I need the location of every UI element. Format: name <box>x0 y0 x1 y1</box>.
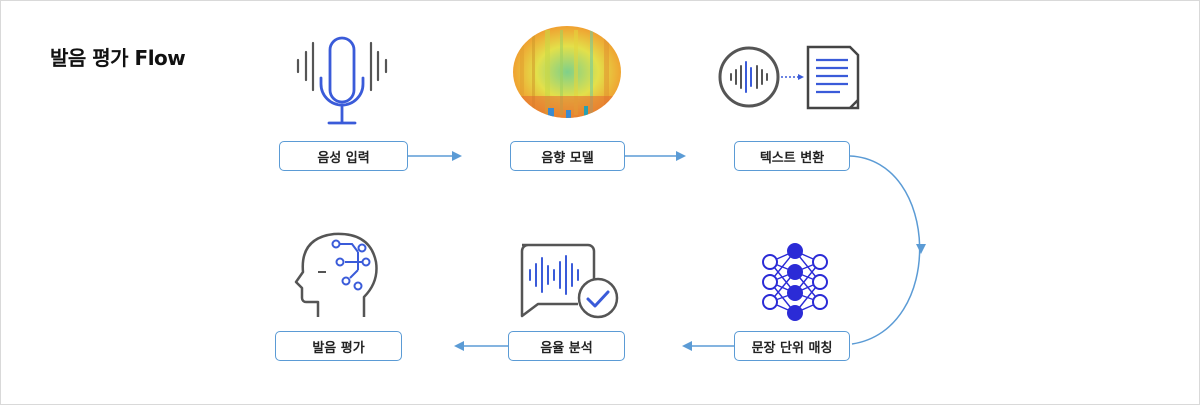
step-text-conversion: 텍스트 변환 <box>734 141 850 171</box>
step-voice-input: 음성 입력 <box>279 141 408 171</box>
brain-head-icon <box>294 232 378 317</box>
diagram-title: 발음 평가 Flow <box>50 46 186 70</box>
step-pronunciation-eval: 발음 평가 <box>275 331 402 361</box>
microphone-icon <box>296 36 388 125</box>
audio-check-icon <box>520 243 619 319</box>
connector-arrows <box>408 155 921 347</box>
arrowheads <box>452 151 926 351</box>
speech-to-text-icon <box>718 45 860 110</box>
spectrogram-icon <box>513 26 621 118</box>
step-sentence-matching: 문장 단위 매칭 <box>734 331 850 361</box>
neural-network-icon <box>762 243 828 321</box>
step-acoustic-model: 음향 모델 <box>510 141 625 171</box>
step-prosody-analysis: 음율 분석 <box>508 331 625 361</box>
